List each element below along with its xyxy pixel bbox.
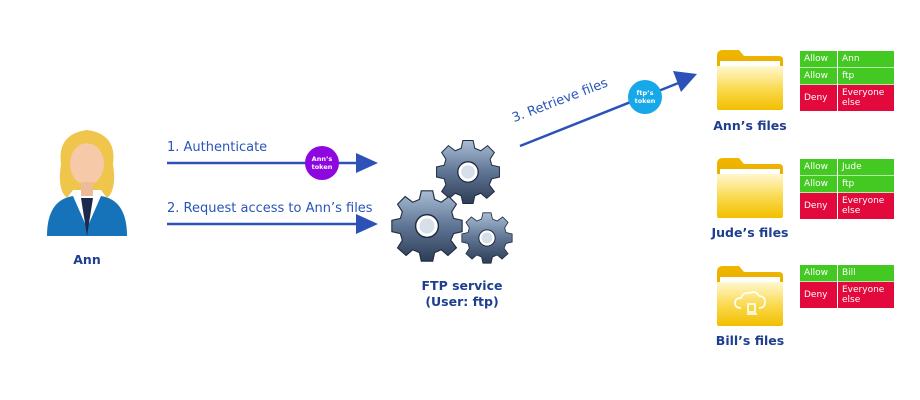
folder-label-jude: Jude’s files <box>711 225 789 240</box>
acl-principal: ftp <box>837 67 894 85</box>
acl-row: Deny Everyone else <box>800 192 894 219</box>
service-name: FTP service <box>421 278 503 293</box>
step-request-label: 2. Request access to Ann’s files <box>167 201 373 216</box>
ann-token-line1: Ann’s <box>311 155 333 163</box>
acl-row: Allow ftp <box>800 175 894 193</box>
service-user: (User: ftp) <box>425 294 499 309</box>
acl-permission: Deny <box>800 84 838 111</box>
acl-principal: ftp <box>837 175 894 193</box>
acl-principal: Everyone else <box>837 84 894 111</box>
acl-row: Deny Everyone else <box>800 281 894 308</box>
service-caption: FTP service (User: ftp) <box>402 278 522 310</box>
folder-icon-jude <box>717 158 783 218</box>
acl-principal: Ann <box>837 51 894 68</box>
acl-principal: Jude <box>837 159 894 176</box>
user-avatar <box>47 130 127 236</box>
acl-table-bill: Allow Bill Deny Everyone else <box>800 265 894 308</box>
acl-table-jude: Allow Jude Allow ftp Deny Everyone else <box>800 159 894 219</box>
acl-permission: Allow <box>800 67 838 85</box>
folder-label-bill: Bill’s files <box>715 333 785 348</box>
acl-permission: Deny <box>800 192 838 219</box>
folder-label-ann: Ann’s files <box>713 118 787 133</box>
gears-icon <box>391 139 513 264</box>
acl-principal: Everyone else <box>837 192 894 219</box>
acl-principal: Everyone else <box>837 281 894 308</box>
acl-row: Allow Jude <box>800 159 894 176</box>
step-authenticate-label: 1. Authenticate <box>167 140 268 155</box>
user-name: Ann <box>73 252 101 267</box>
acl-permission: Allow <box>800 51 838 68</box>
acl-permission: Deny <box>800 281 838 308</box>
acl-permission: Allow <box>800 175 838 193</box>
acl-row: Deny Everyone else <box>800 84 894 111</box>
ftp-token-line1: ftp’s <box>636 89 654 97</box>
cloud-icon <box>734 291 766 315</box>
acl-principal: Bill <box>837 265 894 282</box>
acl-row: Allow ftp <box>800 67 894 85</box>
acl-permission: Allow <box>800 265 838 282</box>
ann-token-line2: token <box>311 163 333 171</box>
folder-icon-ann <box>717 50 783 110</box>
folder-icon-bill <box>717 266 783 326</box>
arrow-authenticate <box>167 153 378 173</box>
acl-table-ann: Allow Ann Allow ftp Deny Everyone else <box>800 51 894 111</box>
acl-row: Allow Bill <box>800 265 894 282</box>
ftp-token-line2: token <box>634 97 656 105</box>
acl-row: Allow Ann <box>800 51 894 68</box>
arrow-request-access <box>167 214 378 234</box>
acl-permission: Allow <box>800 159 838 176</box>
